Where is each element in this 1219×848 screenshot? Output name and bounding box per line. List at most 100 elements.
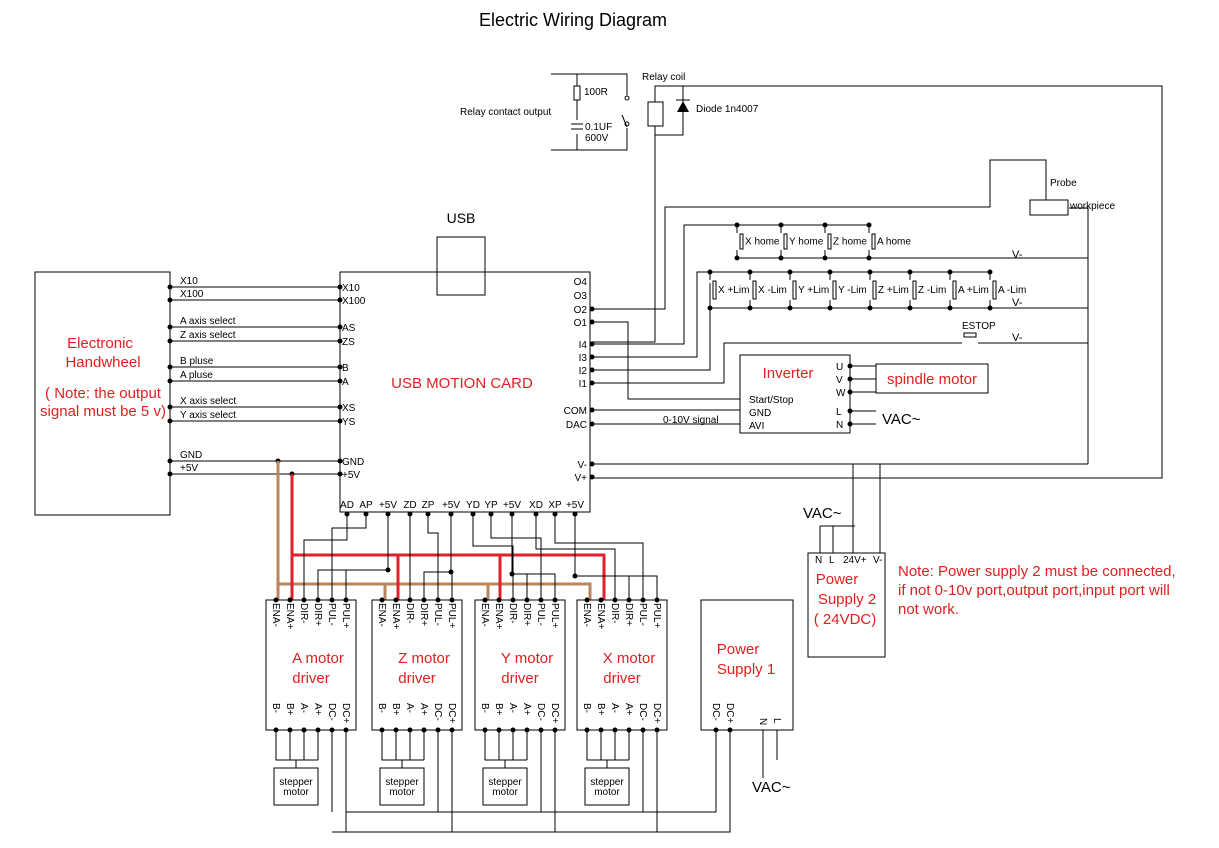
card-pin-label: XS xyxy=(342,403,356,414)
driver-pin-label: DIR+ xyxy=(418,603,429,626)
driver-pin-label: DC+ xyxy=(446,703,457,723)
handwheel-signal-label: X axis select xyxy=(180,396,236,407)
switch-label: X -Lim xyxy=(758,285,787,296)
ps2-title: Power xyxy=(816,571,859,588)
cap-label: 0.1UF xyxy=(585,122,612,133)
card-pin-label: +5V xyxy=(379,500,397,511)
driver-pin-label: DC+ xyxy=(549,703,560,723)
card-pin-label: V- xyxy=(578,460,587,471)
driver-title: Y motor xyxy=(501,650,553,667)
spindle-motor-label: spindle motor xyxy=(887,371,977,388)
driver-pin-label: PUL+ xyxy=(340,603,351,628)
card-pin-label: X100 xyxy=(342,296,366,307)
junction-dot xyxy=(167,284,173,290)
wire xyxy=(303,514,389,600)
ps1-title: Supply 1 xyxy=(717,661,775,678)
junction-dot xyxy=(167,364,173,370)
relay-coil-label: Relay coil xyxy=(642,72,685,83)
card-pin-label: I1 xyxy=(579,379,588,390)
driver-pin-label: PUL- xyxy=(637,603,648,626)
card-pin-label: O4 xyxy=(574,277,588,288)
ps2-vac-label: VAC~ xyxy=(803,505,842,522)
card-pin-label: I3 xyxy=(579,353,588,364)
junction-dot xyxy=(598,597,604,603)
power-supply-2 xyxy=(807,552,886,658)
stepper-label: stepper xyxy=(590,777,624,788)
vminus-label: V- xyxy=(1012,297,1023,309)
inverter-pin-label: V xyxy=(836,375,843,386)
card-pin-label: B xyxy=(342,363,349,374)
junction-dot xyxy=(167,338,173,344)
ps2-pin: V- xyxy=(873,555,882,566)
driver-pin-label: A- xyxy=(507,703,518,713)
driver-pin-label: PUL+ xyxy=(446,603,457,628)
junction-dot xyxy=(847,363,853,369)
driver-pin-label: A+ xyxy=(623,703,634,716)
driver-pin-label: ENA+ xyxy=(390,603,401,630)
handwheel-signal-label: A axis select xyxy=(180,316,236,327)
card-pin-label: DAC xyxy=(566,420,587,431)
switch-label: A home xyxy=(877,237,911,248)
handwheel-signal-label: Y axis select xyxy=(180,410,236,421)
probe: Probe workpiece xyxy=(592,159,1115,464)
handwheel-signal-label: X100 xyxy=(180,289,204,300)
card-pin-label: O3 xyxy=(574,291,588,302)
card-pin-label: V+ xyxy=(574,473,587,484)
handwheel-note: ( Note: the output xyxy=(45,385,162,402)
probe-label: Probe xyxy=(1050,178,1077,189)
diode-label: Diode 1n4007 xyxy=(696,104,759,115)
driver-pin-label: B- xyxy=(581,703,592,713)
junction-dot xyxy=(496,597,502,603)
handwheel-signal-label: A pluse xyxy=(180,370,213,381)
ps2-pin: L xyxy=(829,555,835,566)
junction-dot xyxy=(273,597,279,603)
inverter-pin-label: GND xyxy=(749,408,771,419)
card-pin-label: AD xyxy=(340,500,354,511)
handwheel-note: signal must be 5 v) xyxy=(40,403,166,420)
card-pin-label: +5V xyxy=(566,500,584,511)
handwheel-title: Electronic xyxy=(67,335,133,352)
driver-pin-label: DC+ xyxy=(651,703,662,723)
driver-pin-label: A+ xyxy=(312,703,323,716)
driver-title: driver xyxy=(398,670,436,687)
handwheel-signal-label: B pluse xyxy=(180,356,214,367)
card-pin-label: ZD xyxy=(403,500,416,511)
driver-pin-label: DIR- xyxy=(609,603,620,624)
wire xyxy=(275,730,319,768)
inverter-title: Inverter xyxy=(763,365,814,382)
driver-pin-label: PUL+ xyxy=(549,603,560,628)
driver-pin-label: PUL- xyxy=(432,603,443,626)
driver-pin-label: DIR+ xyxy=(312,603,323,626)
junction-dot xyxy=(448,569,454,575)
handwheel-signal-label: +5V xyxy=(180,463,198,474)
switch-icon xyxy=(992,280,997,300)
motor-driver-box xyxy=(265,599,357,731)
driver-title: Z motor xyxy=(398,650,450,667)
ps1-pin: DC+ xyxy=(724,703,735,723)
estop-label: ESTOP xyxy=(962,321,996,332)
handwheel-box xyxy=(34,271,171,516)
card-pin-label: O1 xyxy=(574,318,588,329)
workpiece-label: workpiece xyxy=(1069,201,1115,212)
ps2-pin: 24V+ xyxy=(843,555,867,566)
card-pin-label: GND xyxy=(342,457,364,468)
ps1-pin: DC- xyxy=(710,703,721,721)
spindle-motor-box xyxy=(875,363,989,394)
driver-pin-label: DC- xyxy=(535,703,546,721)
motor-driver-box xyxy=(576,599,668,731)
signal-label: 0-10V signal xyxy=(663,415,719,426)
card-pin-label: X10 xyxy=(342,283,360,294)
ps2-pin: N xyxy=(815,555,822,566)
driver-pin-label: A- xyxy=(298,703,309,713)
switch-icon xyxy=(712,280,717,300)
junction-dot xyxy=(847,421,853,427)
switch-icon xyxy=(827,233,832,250)
driver-pin-label: B- xyxy=(376,703,387,713)
driver-pin-label: A- xyxy=(609,703,620,713)
usb-port xyxy=(436,236,486,296)
ps1-vac-label: VAC~ xyxy=(752,779,791,796)
cap-voltage-label: 600V xyxy=(585,133,609,144)
junction-dot xyxy=(572,573,578,579)
switch-label: X home xyxy=(745,237,780,248)
junction-dot xyxy=(589,474,595,480)
